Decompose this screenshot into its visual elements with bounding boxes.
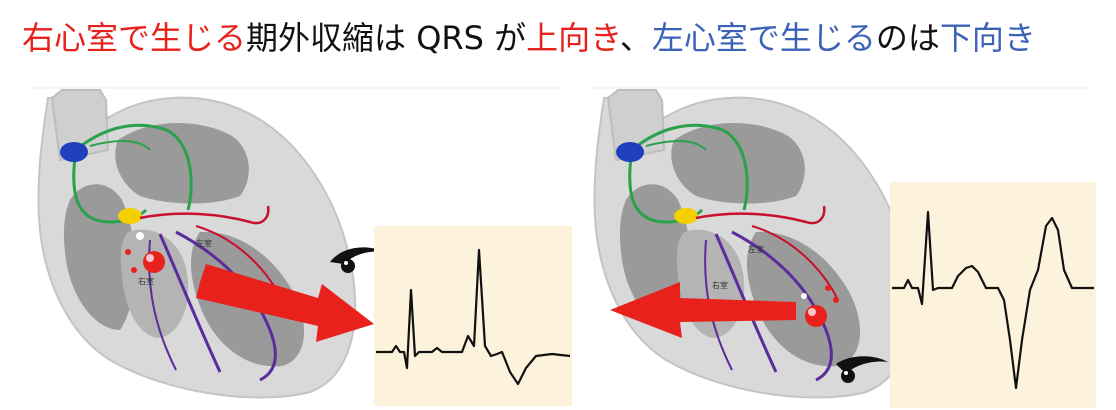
left-label-rv: 右室 — [138, 276, 154, 286]
title-segment-comma: 、 — [619, 19, 652, 57]
right-ectopic-focus-icon — [801, 285, 839, 327]
right-conduction-red-b — [751, 225, 839, 301]
right-arrow-icon — [610, 282, 796, 338]
title-segment-down: 下向き — [939, 19, 1036, 57]
title-segment-mid: 期外収縮は QRS が — [246, 19, 527, 57]
right-av-node — [674, 208, 698, 224]
right-conduction-red-a — [695, 205, 826, 225]
left-sa-node — [60, 142, 88, 162]
left-av-node — [118, 208, 142, 224]
left-heart-diagram: 左室 右室 — [37, 89, 357, 399]
title-segment-lv: 左心室で生じる — [651, 19, 876, 57]
right-heart-chamber-lv — [746, 231, 861, 367]
ectopic-focus-icon — [125, 232, 165, 273]
left-conduction-green-b — [75, 123, 193, 211]
left-ecg-box — [374, 226, 572, 406]
right-ecg-trace — [892, 210, 1094, 390]
right-label-rv: 右室 — [712, 280, 728, 290]
page-title: 右心室で生じる期外収縮は QRS が上向き、左心室で生じるのは下向き — [22, 14, 1036, 62]
left-label-lv: 左室 — [196, 238, 212, 248]
left-heart-chamber-upper — [115, 122, 249, 204]
right-conduction-purple-a — [714, 233, 778, 373]
left-conduction-green-c — [89, 140, 151, 151]
left-conduction-purple-a — [158, 233, 222, 373]
title-segment-up: 上向き — [526, 19, 620, 57]
right-conduction-green-c — [645, 140, 707, 151]
right-heart-chamber-upper — [671, 122, 805, 204]
title-segment-noha: のは — [875, 19, 940, 57]
left-conduction-purple-b — [175, 230, 277, 382]
eye-icon — [330, 247, 384, 273]
left-ecg-trace — [376, 248, 571, 386]
right-ecg-box — [890, 182, 1096, 408]
right-conduction-green-b — [631, 123, 749, 211]
right-sa-node — [616, 142, 644, 162]
right-heart-diagram: 左室 右室 — [593, 89, 913, 399]
right-heart-vessel — [606, 89, 666, 162]
left-arrow-icon — [196, 264, 374, 342]
left-heart-vessel — [50, 89, 110, 162]
right-eye-icon — [836, 356, 888, 383]
right-label-lv: 左室 — [748, 244, 764, 254]
title-segment-rv: 右心室で生じる — [22, 19, 247, 57]
left-conduction-red-a — [139, 205, 270, 225]
